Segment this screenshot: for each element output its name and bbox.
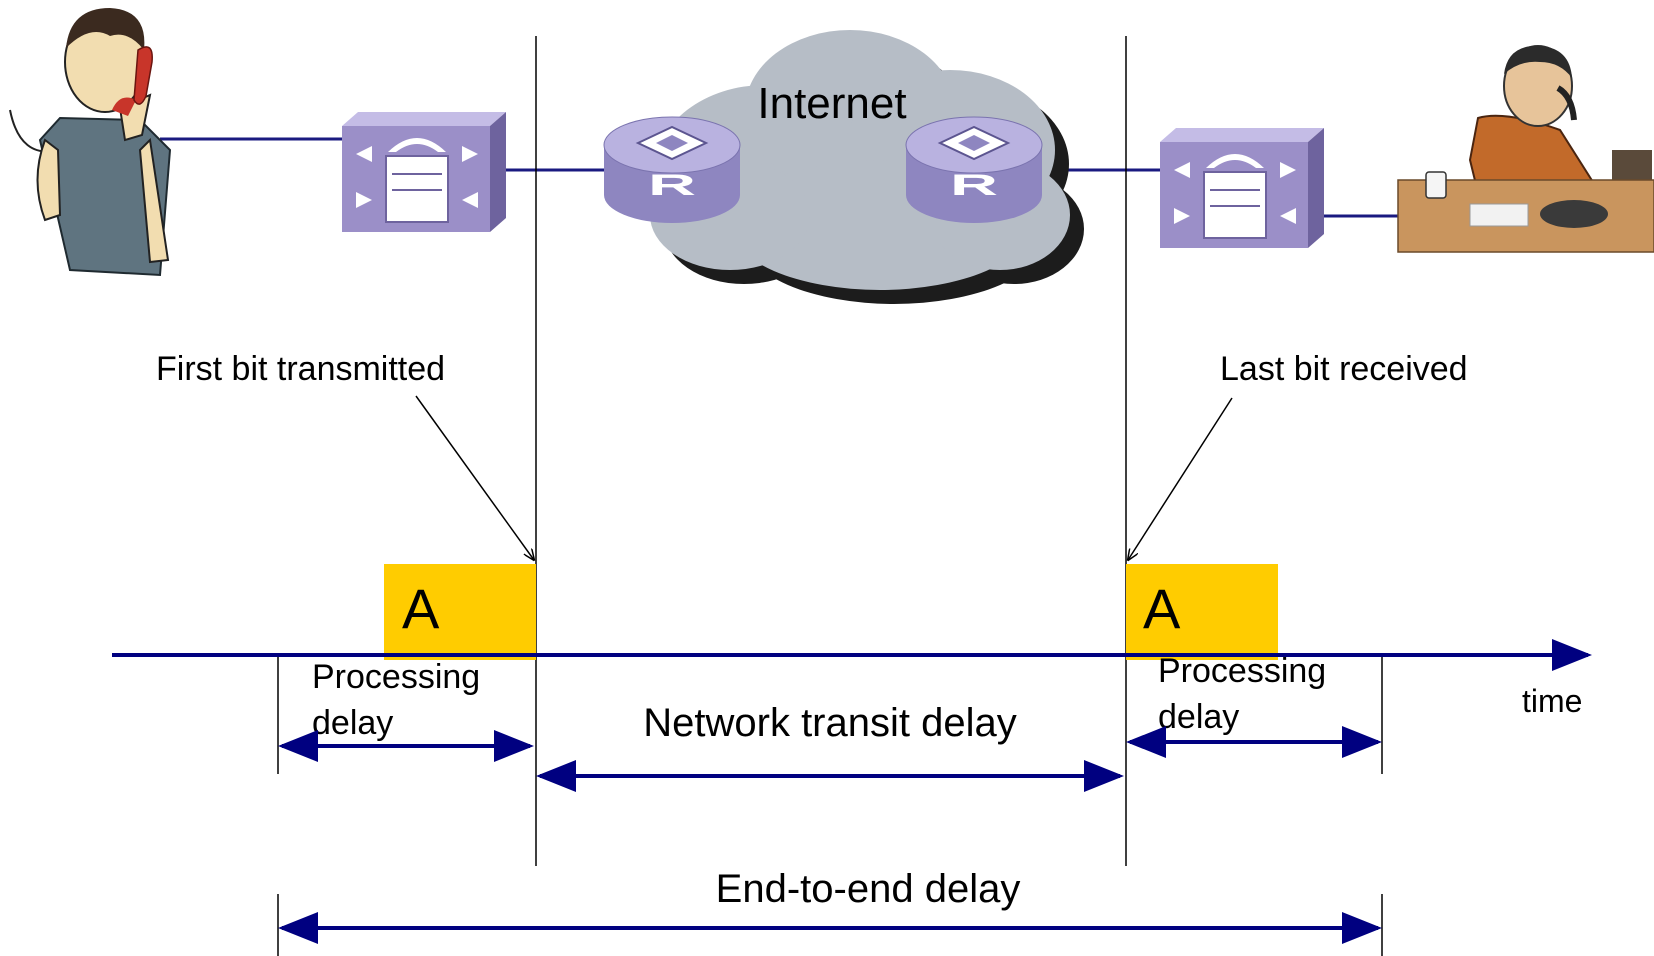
gateway-icon	[342, 112, 506, 232]
callee-person-icon	[1397, 45, 1654, 253]
time-axis-label: time	[1522, 683, 1582, 719]
processing-delay-left-line1: Processing	[312, 658, 480, 696]
last-bit-pointer	[1128, 397, 1233, 560]
last-bit-label: Last bit received	[1220, 350, 1468, 388]
packet-label: A	[1143, 577, 1181, 640]
first-bit-label: First bit transmitted	[156, 350, 445, 388]
router-icon: R	[603, 116, 741, 223]
caller-person-icon	[9, 8, 172, 277]
processing-delay-left-line2: delay	[312, 704, 393, 742]
end-to-end-delay-label: End-to-end delay	[716, 867, 1021, 911]
processing-delay-right-line2: delay	[1158, 698, 1239, 736]
router-letter: R	[950, 169, 999, 202]
router-letter: R	[648, 169, 697, 202]
network-transit-delay-label: Network transit delay	[643, 701, 1016, 745]
first-bit-pointer	[415, 395, 534, 560]
packet-sent: A	[384, 564, 536, 660]
processing-delay-right-line1: Processing	[1158, 652, 1326, 690]
packet-label: A	[402, 577, 440, 640]
packet-received: A	[1126, 564, 1278, 660]
router-icon: R	[905, 116, 1043, 223]
gateway-icon	[1160, 128, 1324, 248]
cloud-label: Internet	[757, 79, 906, 128]
